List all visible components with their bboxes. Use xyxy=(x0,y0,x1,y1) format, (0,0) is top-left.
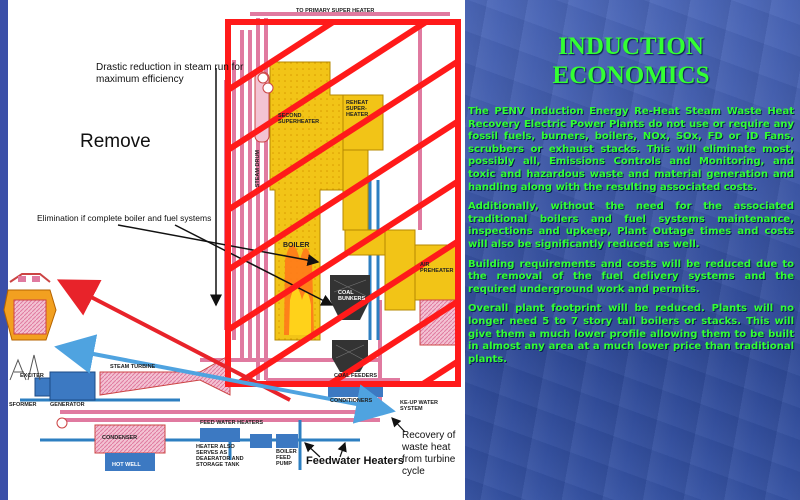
label-air-preheater: AIR PREHEATER xyxy=(420,262,454,274)
condenser xyxy=(94,424,166,454)
left-border-strip xyxy=(0,0,8,500)
coal-bunker-1 xyxy=(330,275,370,320)
label-second-superheater: SECOND SUPERHEATER xyxy=(278,113,320,125)
annotation-drastic: Drastic reduction in steam run for maxim… xyxy=(96,62,244,85)
transformer-towers xyxy=(9,354,41,381)
paragraph-2: Additionally, without the need for the a… xyxy=(468,201,794,250)
diagram-drawing xyxy=(0,0,461,500)
title-line-2: ECONOMICS xyxy=(552,62,710,89)
power-plant-diagram: Drastic reduction in steam run for maxim… xyxy=(0,0,461,500)
label-conditioners: CONDITIONERS xyxy=(330,398,373,404)
generator xyxy=(49,371,96,401)
label-steam-drum: STEAM DRUM xyxy=(255,150,261,188)
heater-deaerator xyxy=(200,428,240,442)
elimination-arrow-2 xyxy=(174,224,334,306)
feedwater-arrow-1 xyxy=(304,442,321,458)
label-coal-feeders: COAL FEEDERS xyxy=(334,373,377,379)
waste-heat-recovery-arrow xyxy=(54,334,396,424)
label-condenser: CONDENSER xyxy=(102,435,138,441)
label-steam-turbine: STEAM TURBINE xyxy=(110,364,156,370)
label-bf-pump: BOILER FEED PUMP xyxy=(276,449,297,467)
label-heater-deaerator: HEATER ALSO SERVES AS DEAERATOR AND STOR… xyxy=(196,444,244,468)
title-line-1: INDUCTION xyxy=(558,33,704,60)
label-coal-bunkers: COAL BUNKERS xyxy=(338,290,366,302)
label-makeup-water: KE-UP WATER SYSTEM xyxy=(400,400,438,412)
label-generator: GENERATOR xyxy=(50,402,85,408)
exciter xyxy=(34,377,51,397)
hot-well xyxy=(105,453,155,471)
feed-pump xyxy=(250,434,272,448)
slide-title: INDUCTION ECONOMICS xyxy=(468,32,794,90)
elimination-arrow-1 xyxy=(117,224,320,266)
paragraph-4: Overall plant footprint will be reduced.… xyxy=(468,303,794,365)
bf-pump xyxy=(276,434,298,448)
paragraph-1: The PENV Induction Energy Re-Heat Steam … xyxy=(468,106,794,193)
label-boiler: BOILER xyxy=(283,242,310,249)
label-reheat-superheater: REHEAT SUPER- HEATER xyxy=(346,100,369,118)
text-panel: INDUCTION ECONOMICS The PENV Induction E… xyxy=(468,32,794,492)
annotation-remove: Remove xyxy=(80,131,151,152)
separator-icon xyxy=(3,273,57,341)
annotation-feedwater: Feedwater Heaters xyxy=(306,455,404,467)
coal-bunker-2 xyxy=(332,340,368,372)
annotation-recovery: Recovery of waste heat from turbine cycl… xyxy=(402,430,456,477)
label-hot-well: HOT WELL xyxy=(112,462,141,468)
label-transformer: SFORMER xyxy=(9,402,37,408)
label-feed-water-heaters: FEED WATER HEATERS xyxy=(200,420,264,426)
annotation-elimination: Elimination if complete boiler and fuel … xyxy=(37,213,212,223)
feedwater-arrow-2 xyxy=(337,441,347,458)
label-primary-superheater: TO PRIMARY SUPER HEATER xyxy=(296,8,375,14)
paragraph-3: Building requirements and costs will be … xyxy=(468,258,794,295)
boiler-flame xyxy=(289,287,311,335)
label-exciter: EXCITER xyxy=(20,373,44,379)
